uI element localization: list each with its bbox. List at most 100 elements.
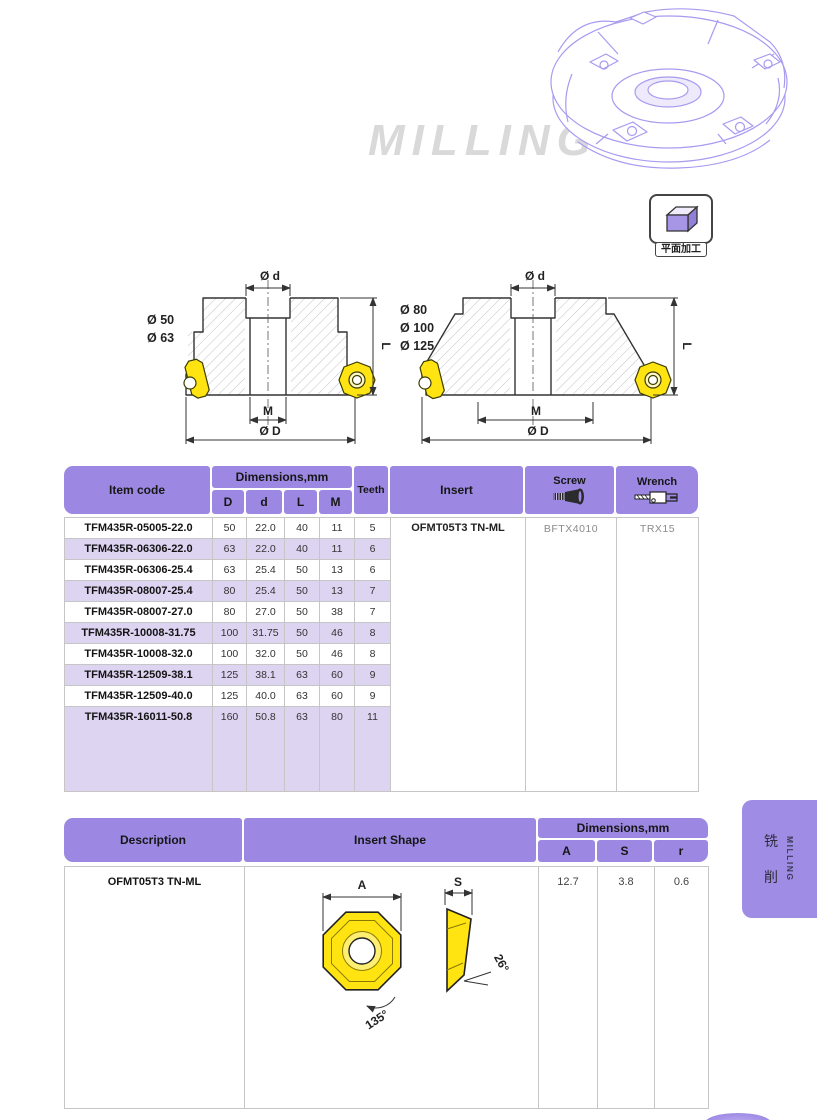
- item-code-cell: TFM435R-06306-25.4: [64, 559, 213, 581]
- th-wrench: Wrench: [616, 466, 698, 514]
- value-cell: 63: [212, 559, 247, 581]
- filler-cell: [284, 727, 320, 792]
- dim-label-l: L: [680, 342, 694, 349]
- value-cell: 63: [284, 706, 320, 728]
- machining-icon-frame: [649, 194, 713, 244]
- item-code-cell: TFM435R-10008-31.75: [64, 622, 213, 644]
- insert-shape-cell: A 135° S: [244, 866, 539, 1109]
- value-cell: 40.0: [246, 685, 285, 707]
- value-cell: 63: [284, 664, 320, 686]
- shape-angle-26: 26°: [491, 952, 512, 975]
- value-cell: 100: [212, 643, 247, 665]
- th-insert: Insert: [390, 466, 523, 514]
- value-cell: 13: [319, 559, 355, 581]
- value-cell: 32.0: [246, 643, 285, 665]
- value-cell: 38.1: [246, 664, 285, 686]
- value-cell: 38: [319, 601, 355, 623]
- value-cell: 9: [354, 685, 391, 707]
- value-cell: 125: [212, 664, 247, 686]
- value-cell: 100: [212, 622, 247, 644]
- item-code-cell: TFM435R-06306-22.0: [64, 538, 213, 560]
- value-cell: 11: [354, 706, 391, 728]
- value-cell: 22.0: [246, 538, 285, 560]
- machining-icon-label: 平面加工: [655, 242, 707, 257]
- value-cell: 13: [319, 580, 355, 602]
- shape-dim-s: S: [453, 875, 461, 889]
- diameter-label-80: Ø 80: [400, 303, 427, 317]
- value-A: 12.7: [538, 866, 598, 1109]
- dim-label-od: Ø d: [525, 269, 545, 283]
- th-screw: Screw: [525, 466, 614, 514]
- diameter-label-100: Ø 100: [400, 321, 434, 335]
- item-code-cell: TFM435R-16011-50.8: [64, 706, 213, 728]
- value-cell: 80: [212, 580, 247, 602]
- th-dimensions-group: Dimensions,mm: [212, 466, 352, 488]
- th-dim-A: A: [538, 840, 595, 862]
- item-code-cell: TFM435R-10008-32.0: [64, 643, 213, 665]
- insert-description: OFMT05T3 TN-ML: [64, 866, 245, 1109]
- shape-dim-a: A: [357, 878, 366, 892]
- value-cell: 7: [354, 580, 391, 602]
- value-cell: 50: [284, 559, 320, 581]
- value-cell: 63: [212, 538, 247, 560]
- side-tab-english: MILLING: [785, 836, 795, 882]
- side-tab-milling[interactable]: 铣 削 MILLING: [742, 800, 817, 918]
- value-cell: 50: [284, 601, 320, 623]
- th-dimensions-group2: Dimensions,mm: [538, 818, 708, 838]
- value-cell: 7: [354, 601, 391, 623]
- th-dim-d: d: [246, 490, 282, 514]
- value-cell: 22.0: [246, 517, 285, 539]
- value-cell: 11: [319, 538, 355, 560]
- table1-wrench-value: TRX15: [616, 517, 699, 792]
- shape-angle-135: 135°: [362, 1007, 391, 1032]
- dim-label-l: L: [379, 342, 393, 349]
- wrench-icon: [634, 490, 678, 504]
- th-dim-D: D: [212, 490, 244, 514]
- insert-spec-table: OFMT05T3 TN-ML: [64, 866, 709, 1109]
- insert-spec-row: OFMT05T3 TN-ML: [64, 866, 709, 1109]
- value-cell: 46: [319, 622, 355, 644]
- th-item-code: Item code: [64, 466, 210, 514]
- value-cell: 60: [319, 664, 355, 686]
- value-cell: 6: [354, 538, 391, 560]
- value-cell: 80: [319, 706, 355, 728]
- value-cell: 25.4: [246, 580, 285, 602]
- value-cell: 25.4: [246, 559, 285, 581]
- th-dim-L: L: [284, 490, 317, 514]
- th-description: Description: [64, 818, 242, 862]
- value-cell: 50.8: [246, 706, 285, 728]
- filler-cell: [319, 727, 355, 792]
- item-code-cell: TFM435R-05005-22.0: [64, 517, 213, 539]
- th-dim-r: r: [654, 840, 708, 862]
- value-S: 3.8: [597, 866, 655, 1109]
- value-cell: 50: [284, 643, 320, 665]
- wrench-label: Wrench: [636, 475, 678, 488]
- value-cell: 50: [212, 517, 247, 539]
- diameter-label-125: Ø 125: [400, 339, 434, 353]
- dim-label-m: M: [531, 404, 541, 418]
- value-cell: 8: [354, 622, 391, 644]
- cube-icon: [665, 205, 699, 233]
- side-tab-chinese: 铣 削: [764, 831, 778, 887]
- page-number-bubble: [705, 1113, 771, 1120]
- value-cell: 80: [212, 601, 247, 623]
- value-cell: 40: [284, 517, 320, 539]
- filler-cell: [212, 727, 247, 792]
- milling-watermark: MILLING: [368, 116, 598, 165]
- dim-label-od-outer: Ø D: [259, 424, 281, 438]
- item-code-cell: TFM435R-08007-25.4: [64, 580, 213, 602]
- value-cell: 160: [212, 706, 247, 728]
- screw-icon: [552, 488, 584, 505]
- value-cell: 9: [354, 664, 391, 686]
- value-cell: 60: [319, 685, 355, 707]
